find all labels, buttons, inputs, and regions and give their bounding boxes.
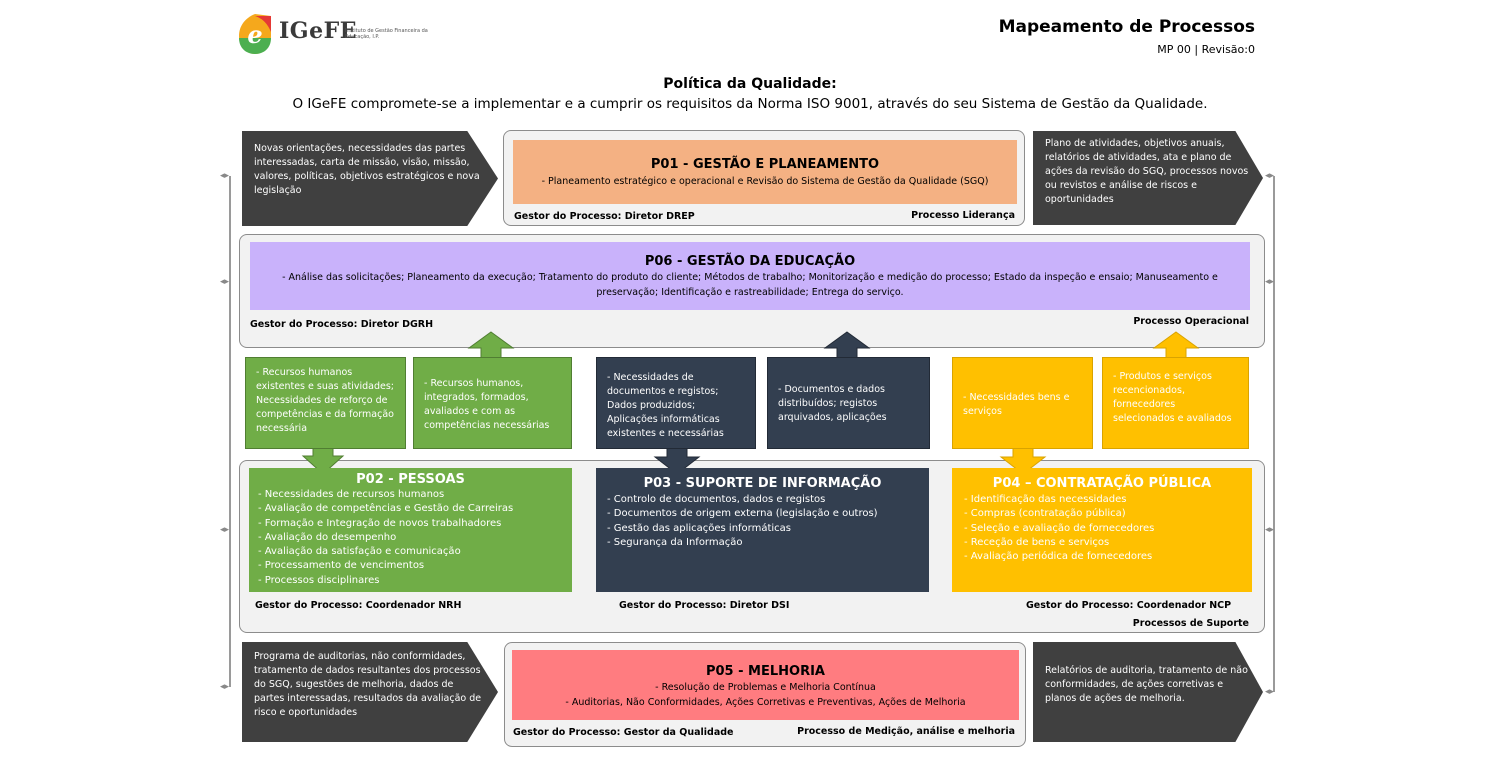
io-green-results: - Recursos humanos, integrados, formados… — [413, 357, 572, 449]
rail-arrow-icon: ◂▸ — [1265, 171, 1275, 181]
p04-box: P04 – CONTRATAÇÃO PÚBLICA - Identificaçã… — [952, 468, 1252, 592]
p02-gestor: Gestor do Processo: Coordenador NRH — [255, 600, 462, 611]
p01-title: P01 - GESTÃO E PLANEAMENTO — [650, 157, 880, 172]
rail-arrow-icon: ◂▸ — [220, 525, 230, 535]
p04-item: - Compras (contratação pública) — [964, 508, 1126, 520]
arrow-up-icon — [467, 331, 515, 359]
rail-arrow-icon: ◂▸ — [220, 171, 230, 181]
policy-title: Política da Qualidade: — [663, 76, 837, 92]
document-title: Mapeamento de Processos — [998, 17, 1255, 37]
p06-line-1: - Análise das solicitações; Planeamento … — [282, 272, 1218, 283]
p02-item: - Avaliação da satisfação e comunicação — [258, 546, 461, 558]
p03-item: - Gestão das aplicações informáticas — [607, 522, 792, 534]
p03-gestor: Gestor do Processo: Diretor DSI — [619, 600, 790, 611]
io-navy-needs: - Necessidades de documentos e registos;… — [596, 357, 756, 449]
p01-box: P01 - GESTÃO E PLANEAMENTO - Planeamento… — [513, 140, 1017, 204]
rail-arrow-icon: ◂▸ — [1265, 277, 1275, 287]
p03-item: - Documentos de origem externa (legislaç… — [607, 508, 878, 520]
igefe-logo-icon: e — [239, 14, 271, 54]
document-revision: MP 00 | Revisão:0 — [1157, 43, 1255, 56]
p04-item: - Identificação das necessidades — [964, 494, 1127, 505]
io-yellow-results: - Produtos e serviços recencionados, for… — [1102, 357, 1249, 449]
logo-subtitle: Instituto de Gestão Financeira da Educaç… — [345, 28, 428, 40]
p06-type: Processo Operacional — [1133, 316, 1249, 327]
p02-items: - Necessidades de recursos humanos - Aval… — [258, 488, 563, 588]
p01-gestor: Gestor do Processo: Diretor DREP — [514, 211, 695, 222]
p03-item: - Segurança da Informação — [607, 536, 743, 548]
p02-item: - Necessidades de recursos humanos — [258, 489, 445, 500]
input-bottom-left: Programa de auditorias, não conformidade… — [242, 642, 498, 742]
p04-item: - Seleção e avaliação de fornecedores — [964, 522, 1155, 534]
p05-gestor: Gestor do Processo: Gestor da Qualidade — [513, 727, 734, 738]
arrow-down-icon — [999, 447, 1047, 475]
io-green-needs: - Recursos humanos existentes e suas ati… — [245, 357, 406, 449]
output-bottom-right: Relatórios de auditoria, tratamento de n… — [1033, 642, 1263, 742]
p02-item: - Avaliação do desempenho — [258, 531, 397, 543]
logo-name: IGeFE — [279, 18, 357, 44]
p02-title: P02 - PESSOAS — [356, 472, 465, 487]
p02-box: P02 - PESSOAS - Necessidades de recursos… — [249, 468, 572, 592]
input-top-left: Novas orientações, necessidades das part… — [242, 131, 498, 226]
policy-text: O IGeFE compromete-se a implementar e a … — [292, 96, 1208, 112]
p04-items: - Identificação das necessidades - Compra… — [964, 493, 1240, 564]
p04-item: - Receção de bens e serviços — [964, 536, 1110, 548]
p02-item: - Processamento de vencimentos — [258, 560, 425, 572]
p04-item: - Avaliação periódica de fornecedores — [964, 551, 1153, 563]
p06-line-2: preservação; Identificação e rastreabili… — [596, 287, 904, 298]
output-top-right: Plano de atividades, objetivos anuais, r… — [1033, 131, 1263, 225]
p01-type: Processo Liderança — [911, 210, 1015, 221]
p04-title: P04 – CONTRATAÇÃO PÚBLICA — [992, 476, 1212, 491]
p06-box: P06 - GESTÃO DA EDUCAÇÃO - Análise das s… — [250, 242, 1250, 310]
p06-title: P06 - GESTÃO DA EDUCAÇÃO — [644, 254, 856, 269]
svg-text:e: e — [247, 20, 262, 49]
support-type: Processos de Suporte — [1132, 618, 1249, 629]
p03-title: P03 - SUPORTE DE INFORMAÇÃO — [643, 476, 882, 491]
p02-item: - Avaliação de competências e Gestão de … — [258, 503, 514, 515]
p05-box: P05 - MELHORIA - Resolução de Problemas … — [512, 650, 1019, 720]
rail-arrow-icon: ◂▸ — [1265, 687, 1275, 697]
p06-gestor: Gestor do Processo: Diretor DGRH — [250, 319, 434, 330]
right-rail — [1273, 176, 1275, 692]
p04-gestor: Gestor do Processo: Coordenador NCP — [1026, 600, 1232, 611]
arrow-down-icon — [653, 447, 701, 475]
p03-items: - Controlo de documentos, dados e regist… — [607, 493, 918, 550]
arrow-down-icon — [301, 447, 345, 475]
io-navy-results: - Documentos e dados distribuídos; regis… — [767, 357, 930, 449]
p03-box: P03 - SUPORTE DE INFORMAÇÃO - Controlo d… — [596, 468, 929, 592]
p01-line: - Planeamento estratégico e operacional … — [541, 176, 989, 187]
rail-arrow-icon: ◂▸ — [220, 682, 230, 692]
arrow-up-icon — [1152, 331, 1200, 359]
p05-line-1: - Resolução de Problemas e Melhoria Cont… — [655, 682, 876, 693]
left-rail — [229, 176, 231, 687]
p05-title: P05 - MELHORIA — [705, 664, 825, 679]
arrow-up-icon — [823, 331, 871, 359]
p03-item: - Controlo de documentos, dados e regist… — [607, 494, 826, 505]
p02-item: - Formação e Integração de novos trabalh… — [258, 517, 502, 529]
rail-arrow-icon: ◂▸ — [1265, 525, 1275, 535]
io-yellow-needs: - Necessidades bens e serviços — [952, 357, 1093, 449]
rail-arrow-icon: ◂▸ — [220, 277, 230, 287]
p02-item: - Processos disciplinares — [258, 574, 380, 586]
p05-line-2: - Auditorias, Não Conformidades, Ações C… — [565, 697, 966, 708]
p05-type: Processo de Medição, análise e melhoria — [797, 726, 1015, 737]
